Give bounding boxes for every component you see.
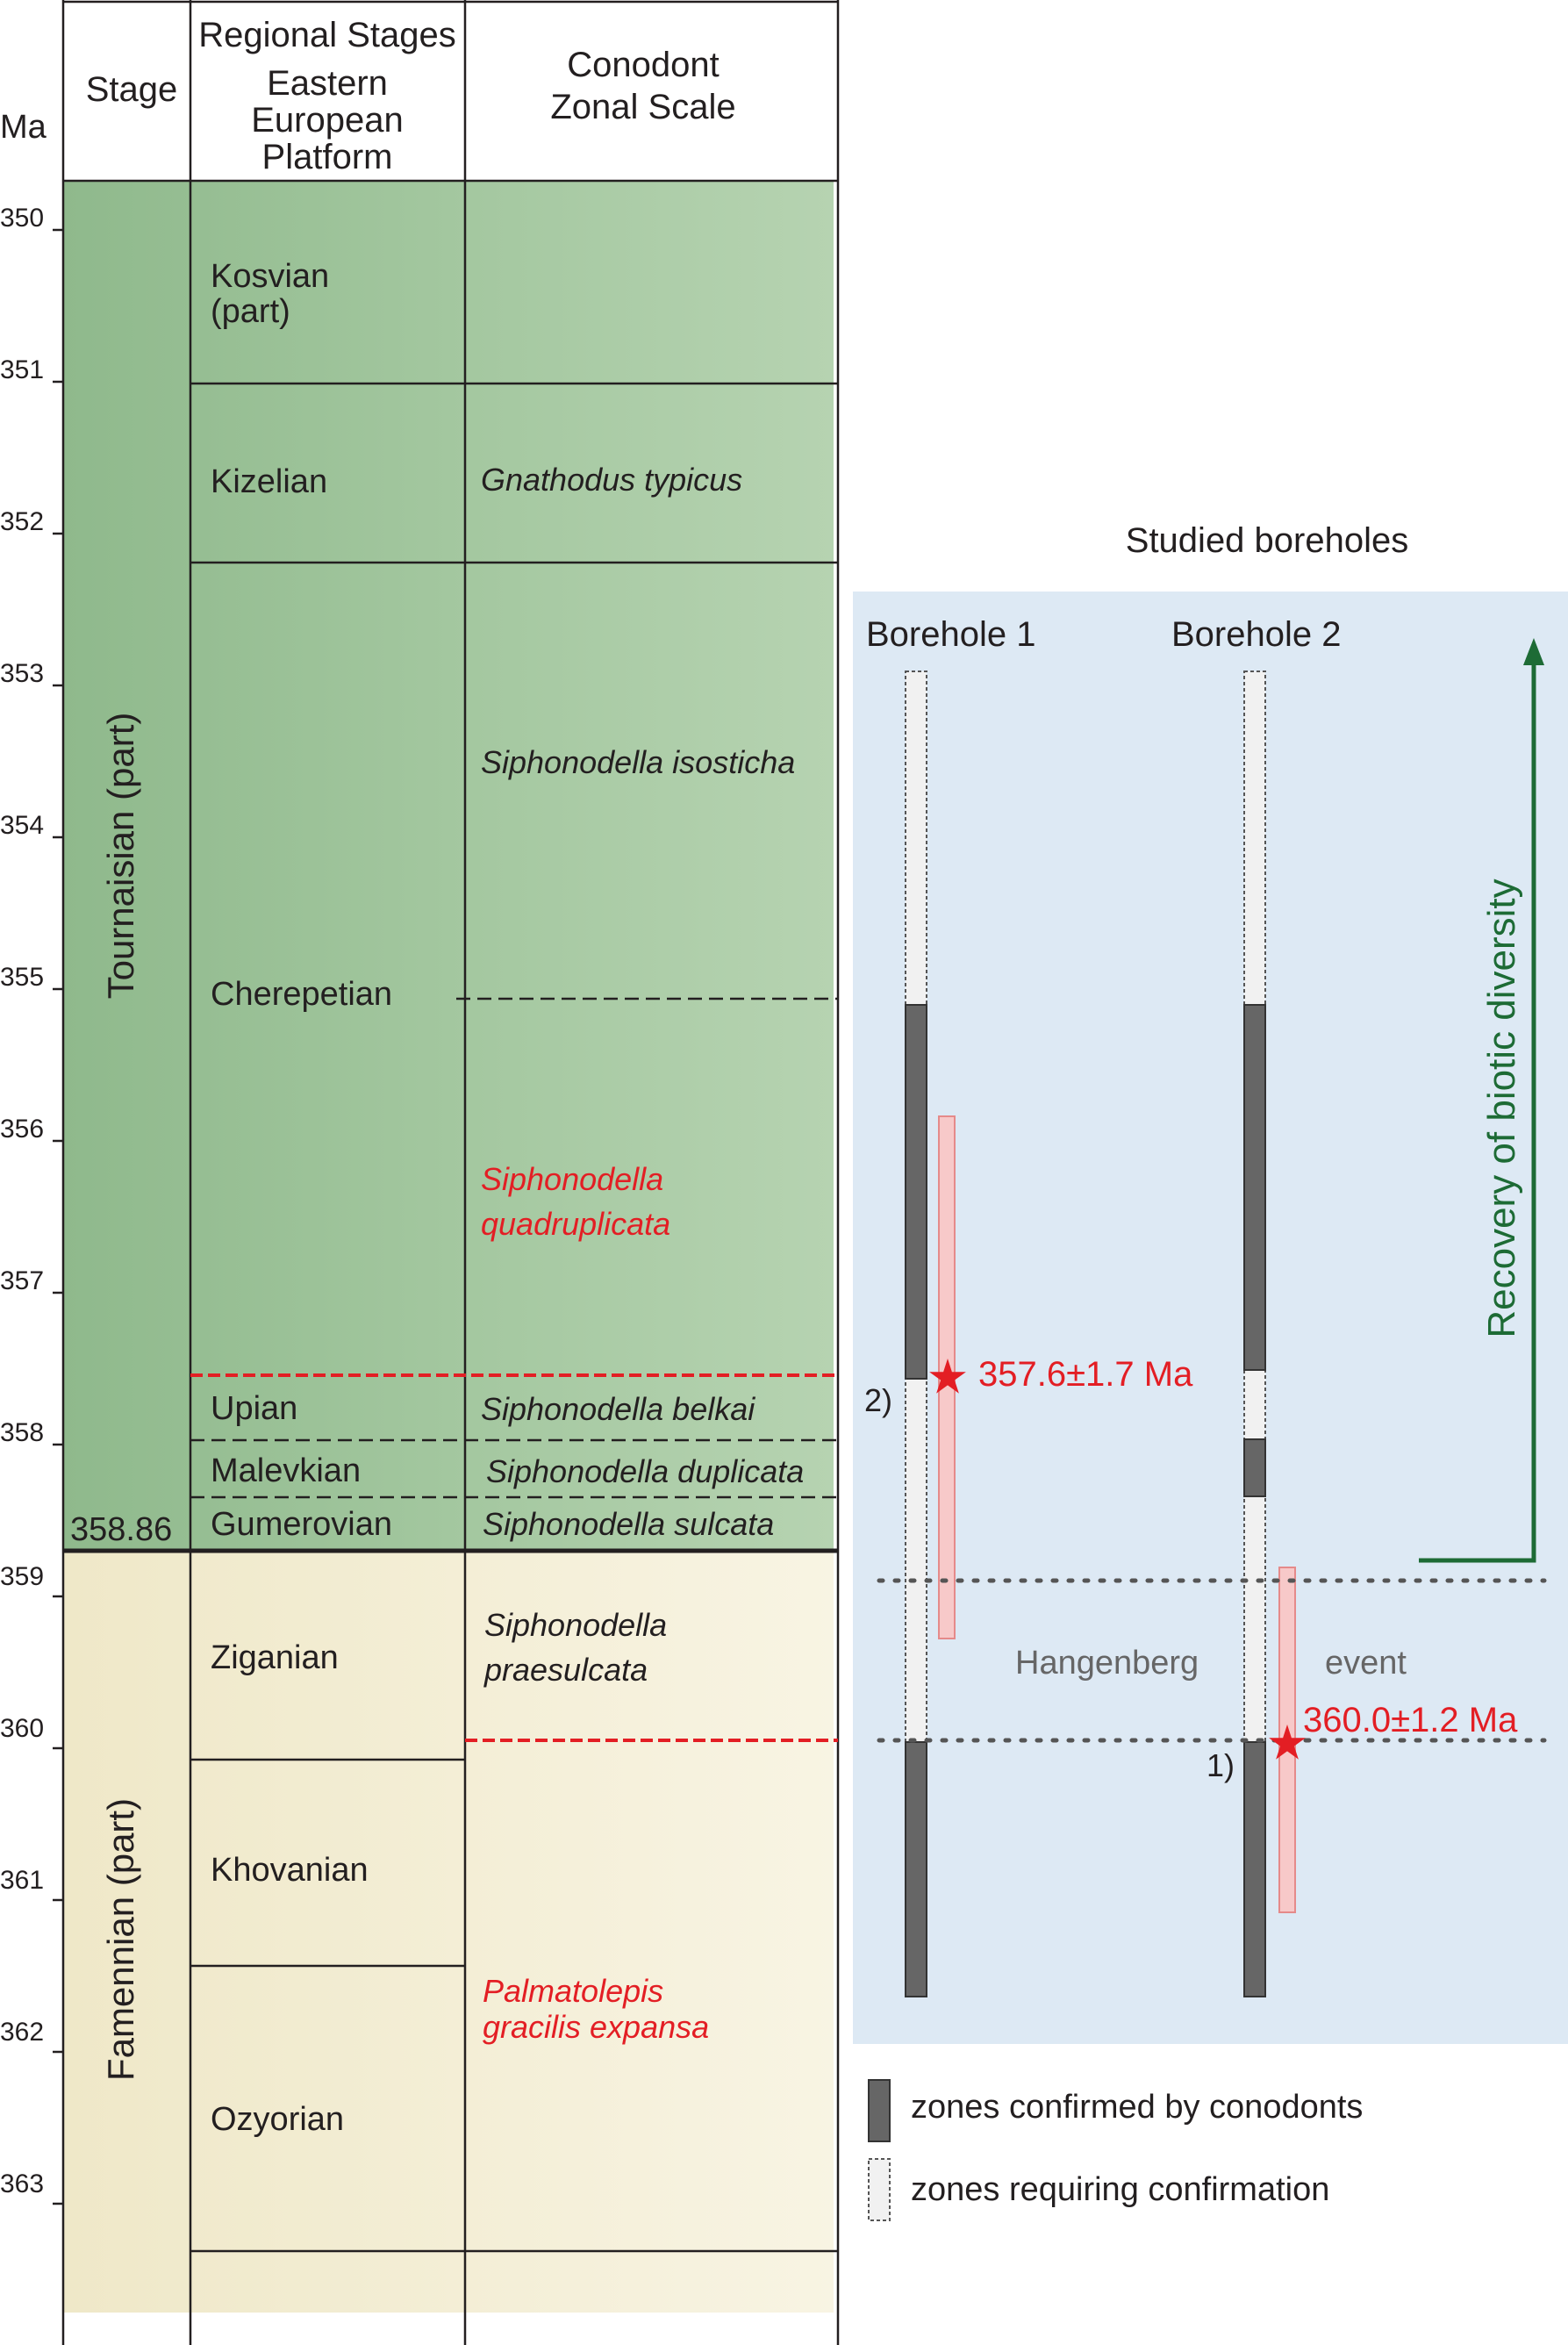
borehole-panel [853,592,1568,2044]
regional-stage-label: Ozyorian [211,2101,344,2138]
conodont-zone-label: Siphonodella duplicata [486,1453,804,1489]
legend: zones confirmed by conodonts zones requi… [868,2079,1363,2221]
conodont-zone-label: Gnathodus typicus [481,462,742,498]
column-headers: Ma Stage Regional Stages Eastern Europea… [0,16,736,176]
legend-confirmed-label: zones confirmed by conodonts [911,2089,1363,2126]
sample-mark-2: 2) [864,1382,892,1418]
legend-unconfirmed-swatch [868,2158,891,2221]
date-label-1: 357.6±1.7 Ma [978,1355,1193,1394]
confirmed-zone [1243,1741,1266,1997]
event-dotted-lines [877,1578,1547,1743]
arrow-up-icon [1523,638,1544,665]
conodont-zone-label: gracilis expansa [483,2009,709,2045]
regional-stage-label: Malevkian [211,1452,361,1489]
regional-stage-names: Kosvian (part) Kizelian Cherepetian Upia… [211,258,392,2138]
regional-stage-label: Gumerovian [211,1506,392,1543]
age-tick-label: 353 [0,659,44,688]
regional-stage-label: Cherepetian [211,976,392,1013]
boundary-age-label: 358.86 [70,1511,172,1548]
conodont-zone-label: praesulcata [483,1652,648,1688]
famennian-fill [63,1551,834,2313]
age-tick-label: 362 [0,2018,44,2047]
regional-stage-label: Kosvian [211,258,329,295]
conodont-zone-label: quadruplicata [481,1206,670,1242]
conodont-zone-names: Gnathodus typicus Siphonodella isosticha… [481,462,804,2045]
sample-mark-1: 1) [1206,1747,1235,1783]
recovery-arrow [1419,638,1544,1563]
conodont-zone-label: Siphonodella belkai [481,1391,755,1427]
regional-header-line2: Eastern [267,64,388,103]
age-axis [53,228,63,2205]
ma-header: Ma [0,109,47,146]
age-tick-label: 350 [0,204,44,233]
event-word-hangenberg: Hangenberg [1015,1645,1199,1682]
age-tick-label: 357 [0,1266,44,1295]
column-frame [61,0,840,2345]
conodont-zone-label: Siphonodella [481,1161,663,1197]
conodont-zone-label: Siphonodella isosticha [481,744,795,780]
borehole-2-column [1243,671,1266,1997]
age-tick-label: 361 [0,1866,44,1895]
age-tick-label: 355 [0,963,44,992]
age-tick-labels: 350 351 352 353 354 355 356 357 358 359 … [0,204,44,2198]
boreholes-title: Studied boreholes [1126,521,1408,560]
regional-header-line3: European [251,101,403,140]
date-star-icon [1269,1725,1306,1760]
regional-stage-label: Ziganian [211,1639,339,1676]
dashed-dividers [190,997,838,1499]
famennian-label: Famennian (part) [100,1798,141,2081]
date-star-icon [929,1359,966,1394]
regional-header-line1: Regional Stages [198,16,456,54]
age-tick-label: 359 [0,1562,44,1591]
regional-stage-dividers [190,382,838,2253]
borehole-1-label: Borehole 1 [866,615,1035,654]
tournaisian-label: Tournaisian (part) [100,713,141,1000]
age-tick-label: 352 [0,507,44,536]
confirmed-zone [1243,1438,1266,1497]
regional-stage-label: Kizelian [211,463,327,500]
borehole-2-label: Borehole 2 [1171,615,1341,654]
legend-unconfirmed-label: zones requiring confirmation [911,2171,1329,2208]
age-tick-label: 351 [0,355,44,384]
regional-stage-label: (part) [211,293,290,330]
red-dashed-dividers [190,1373,838,1742]
age-tick-label: 363 [0,2169,44,2198]
regional-stage-label: Khovanian [211,1852,369,1889]
tournaisian-fill [63,181,834,1551]
conodont-zone-label: Siphonodella [484,1607,667,1643]
recovery-label: Recovery of biotic diversity [1480,878,1523,1337]
stage-header: Stage [86,70,178,109]
regional-stage-label: Upian [211,1390,297,1427]
age-tick-label: 360 [0,1714,44,1743]
conodont-header-line1: Conodont [567,46,719,84]
conodont-header-line2: Zonal Scale [550,88,735,126]
legend-confirmed-swatch [868,2079,891,2142]
conodont-zone-label: Palmatolepis [483,1973,663,2009]
date-label-2: 360.0±1.2 Ma [1303,1701,1518,1739]
regional-header-line4: Platform [262,138,393,176]
age-tick-label: 354 [0,811,44,840]
age-tick-label: 358 [0,1418,44,1447]
event-word-event: event [1325,1645,1407,1682]
confirmed-zone [1243,1004,1266,1371]
confirmed-zone [905,1004,927,1380]
confirmed-zone [905,1741,927,1997]
age-tick-label: 356 [0,1115,44,1144]
borehole-1-column [905,671,927,1997]
conodont-zone-label: Siphonodella sulcata [483,1506,774,1542]
